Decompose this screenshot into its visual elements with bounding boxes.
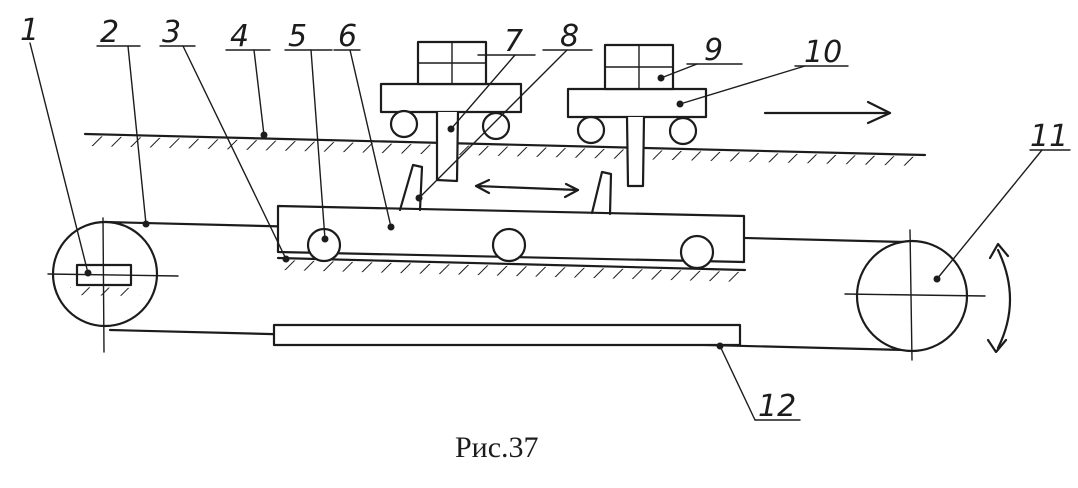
direction-arrow-icon [763,100,892,125]
callout-7: 7 [504,24,523,59]
return-bar [272,323,742,347]
callout-12: 12 [758,389,796,424]
rotation-arrow-icon [986,242,1012,354]
callout-4: 4 [230,19,249,54]
cart-right [566,43,708,188]
callout-1: 1 [20,13,39,48]
callout-6: 6 [338,19,357,54]
lower-rail [276,256,747,282]
leader-dots [84,74,941,350]
carriage-motion-double-arrow-icon [474,178,580,199]
callout-3: 3 [162,15,181,50]
callout-2: 2 [100,15,119,50]
left-sprocket [47,217,179,353]
callout-11: 11 [1030,119,1068,154]
callout-10: 10 [804,35,842,70]
callout-labels: 1 2 3 4 5 6 7 8 9 10 11 12 [20,13,1068,424]
callout-8: 8 [560,19,579,54]
pushers [398,163,613,216]
figure-caption: Рис.37 [455,431,539,464]
callout-5: 5 [288,19,307,54]
carriage [276,204,746,270]
callout-9: 9 [704,33,723,68]
cart-left [379,40,523,183]
upper-floor [83,132,927,166]
right-sprocket [844,229,986,361]
leader-lines [29,42,1071,421]
